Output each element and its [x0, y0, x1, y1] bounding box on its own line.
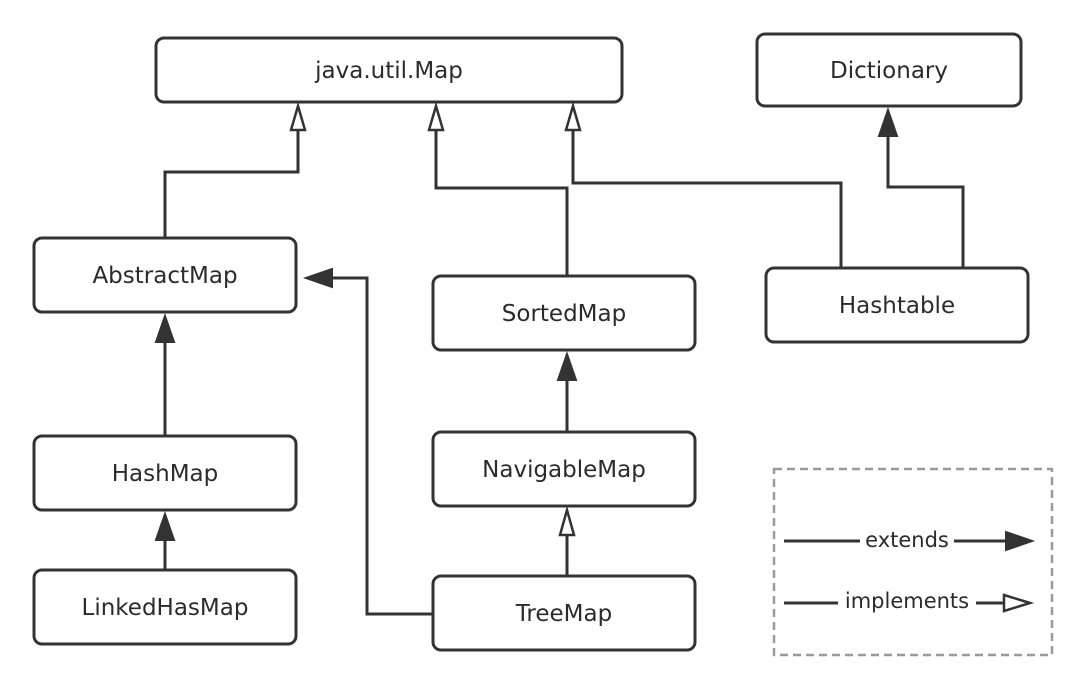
legend-extends: extends	[784, 526, 1036, 552]
legend-implements: implements	[784, 586, 1035, 614]
edge-treemap-to-navigablemap-head	[558, 505, 576, 537]
node-navigablemap: NavigableMap	[431, 430, 697, 508]
edge-linkedhasmap-to-hashmap-head	[154, 510, 176, 541]
node-java-util-map-label: java.util.Map	[314, 58, 463, 84]
node-sortedmap-label: SortedMap	[502, 301, 626, 327]
node-abstractmap-label: AbstractMap	[92, 263, 237, 289]
node-sortedmap: SortedMap	[431, 274, 697, 352]
edges	[154, 101, 965, 616]
node-hashtable-label: Hashtable	[839, 293, 955, 319]
legend-extends-label: extends	[865, 528, 949, 552]
node-abstractmap: AbstractMap	[32, 236, 298, 314]
edge-sortedmap-to-map	[434, 130, 569, 276]
node-linkedhasmap: LinkedHasMap	[32, 568, 298, 646]
node-java-util-map: java.util.Map	[154, 36, 624, 104]
node-treemap: TreeMap	[431, 574, 697, 652]
edge-navigablemap-to-sortedmap-head	[556, 350, 578, 381]
node-hashmap: HashMap	[32, 434, 298, 512]
edge-hashtable-to-map	[571, 130, 843, 268]
edge-hashtable-to-map-head	[564, 101, 582, 132]
legend-implements-label: implements	[845, 589, 969, 613]
edge-abstractmap-to-map-head	[289, 101, 307, 132]
node-dictionary: Dictionary	[755, 32, 1023, 108]
edge-hashtable-to-dictionary-head	[877, 106, 899, 137]
legend-extends-arrowhead	[1005, 530, 1036, 552]
legend: extends implements	[772, 467, 1054, 657]
node-hashtable: Hashtable	[764, 266, 1030, 344]
edge-hashtable-to-dictionary	[886, 135, 965, 268]
legend-frame	[772, 467, 1054, 657]
node-linkedhasmap-label: LinkedHasMap	[82, 595, 249, 621]
legend-implements-arrowhead	[1002, 593, 1035, 613]
node-navigablemap-label: NavigableMap	[482, 457, 646, 483]
edge-sortedmap-to-map-head	[427, 101, 445, 132]
edge-treemap-to-abstractmap-head	[302, 267, 333, 289]
node-treemap-label: TreeMap	[515, 601, 612, 627]
node-hashmap-label: HashMap	[112, 461, 219, 487]
edge-hashmap-to-abstractmap-head	[154, 312, 176, 343]
edge-treemap-to-abstractmap	[332, 276, 433, 616]
node-dictionary-label: Dictionary	[830, 58, 948, 84]
edge-abstractmap-to-map	[163, 130, 300, 238]
